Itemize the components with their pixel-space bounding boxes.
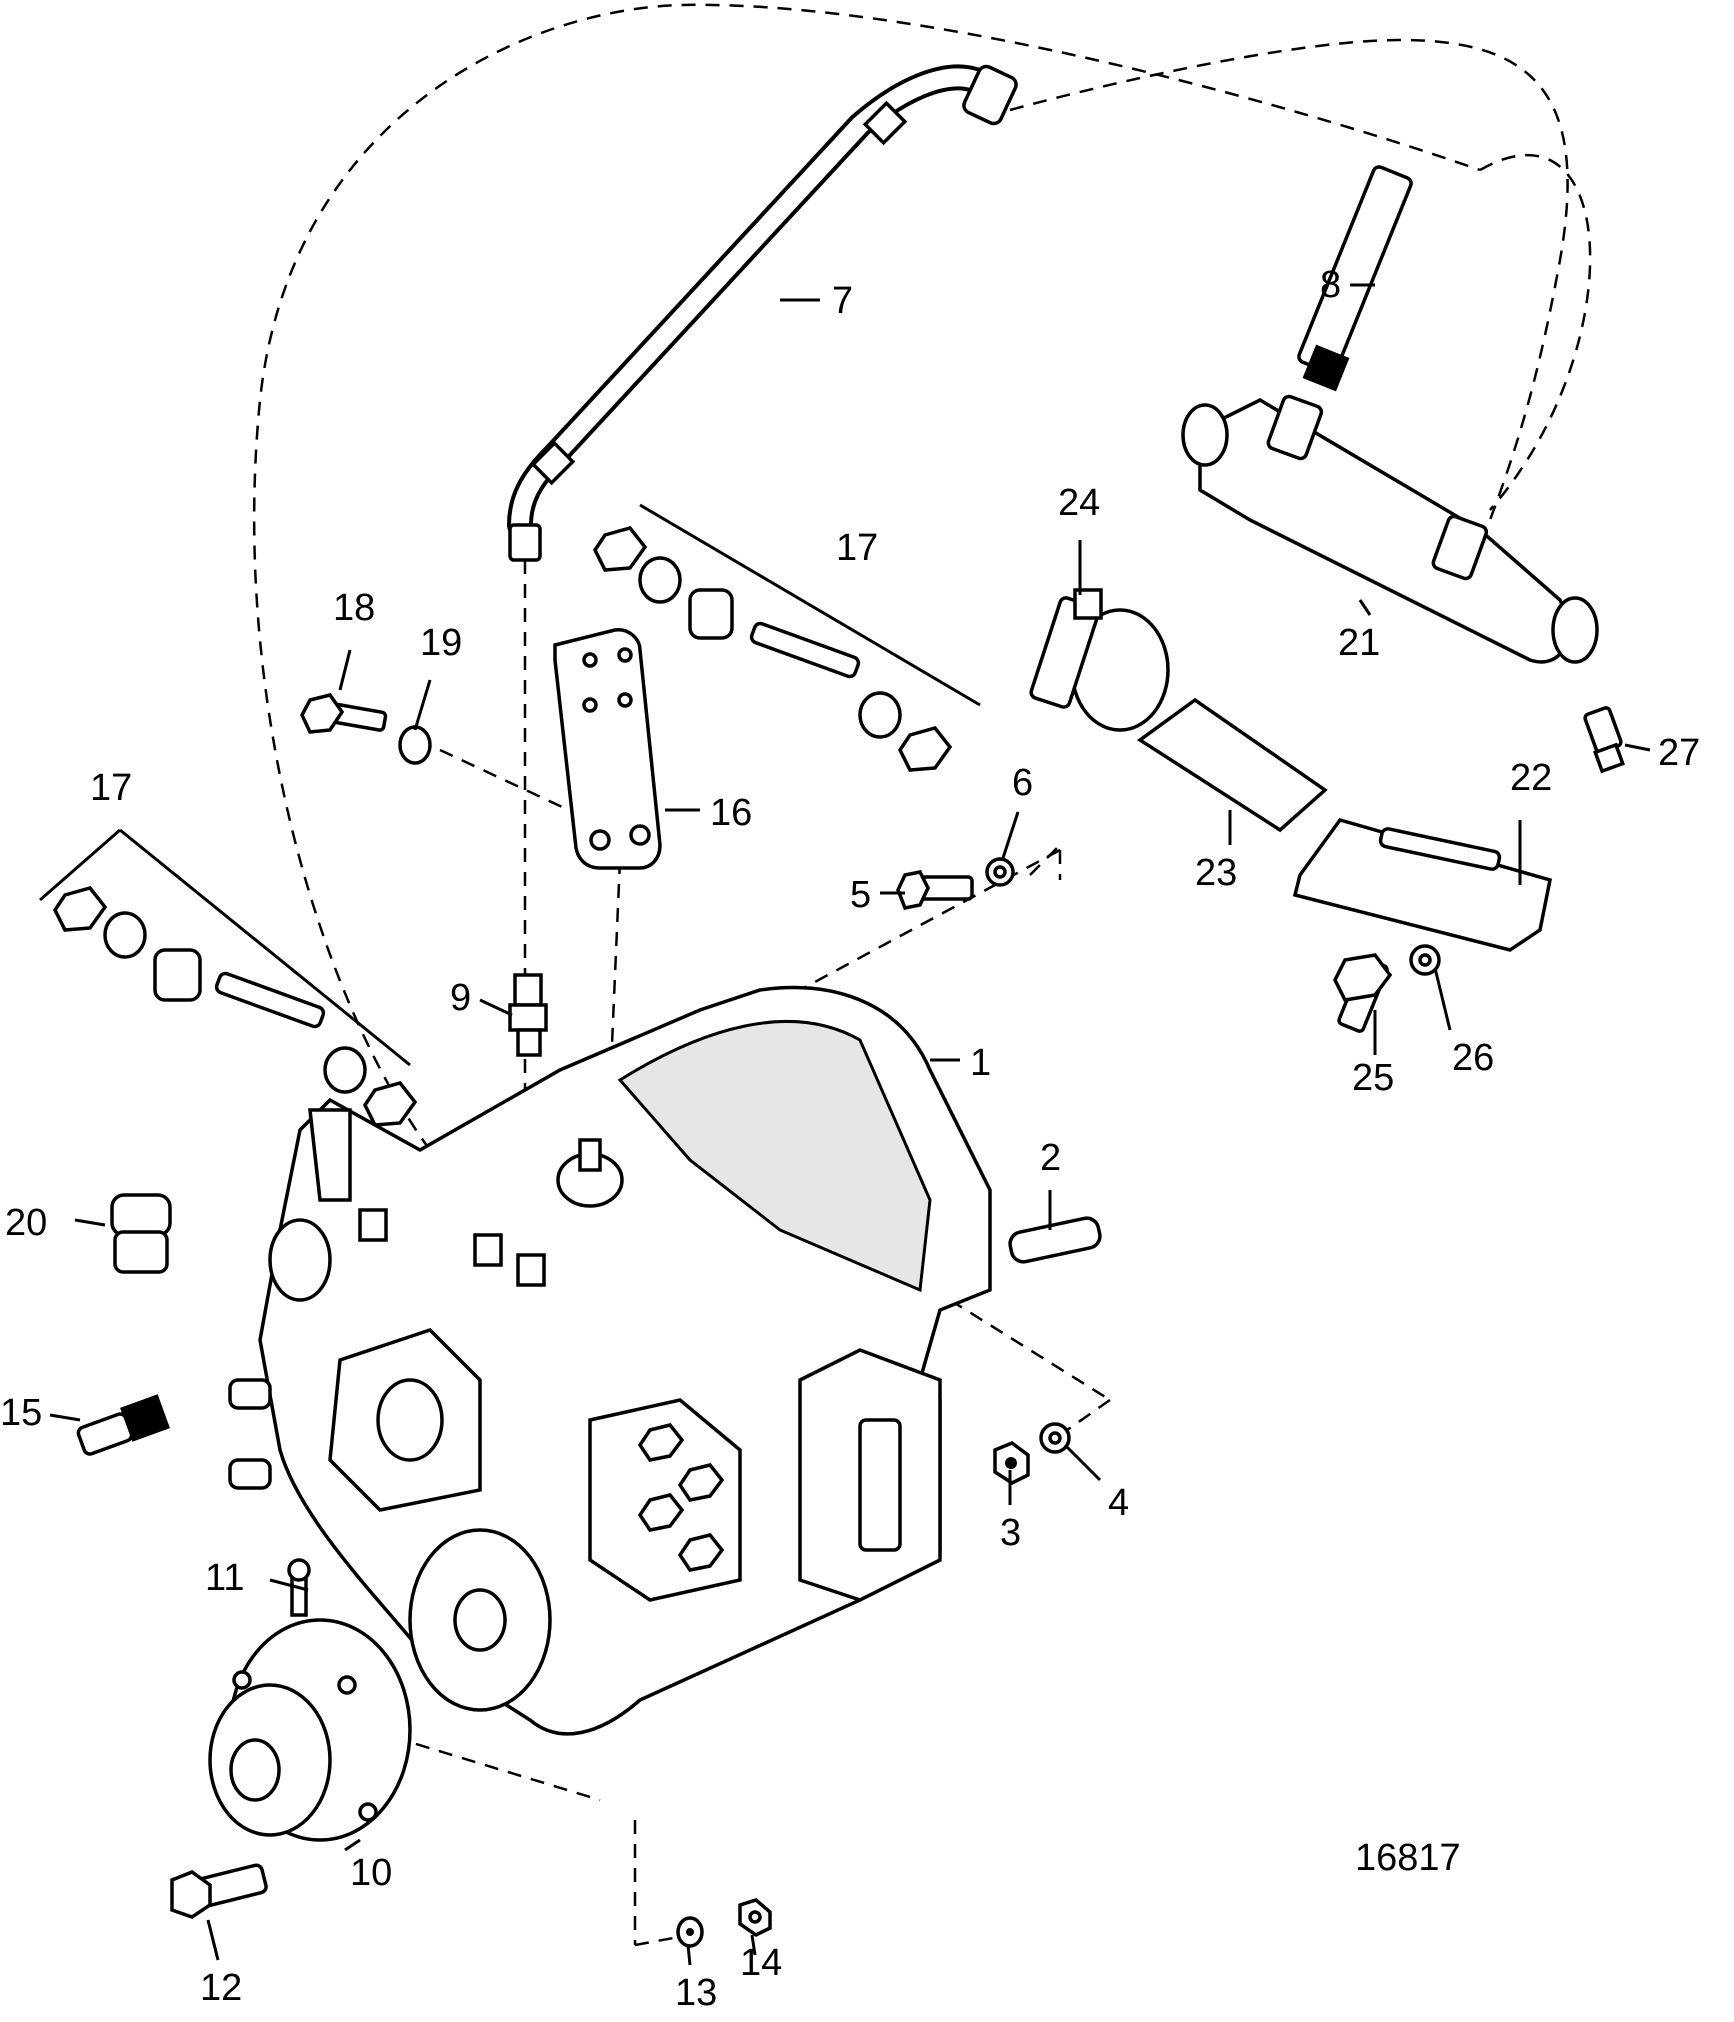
part-23-insulator xyxy=(1136,697,1328,833)
callout-6: 6 xyxy=(1012,762,1033,804)
callout-15: 15 xyxy=(0,1392,42,1434)
callout-3: 3 xyxy=(1000,1512,1021,1554)
part-18-bolt xyxy=(300,693,388,734)
callout-19: 19 xyxy=(420,622,462,664)
callout-9: 9 xyxy=(450,977,471,1019)
part-1-transmission-housing xyxy=(228,985,992,1736)
part-13-washer xyxy=(676,1916,704,1948)
callout-14: 14 xyxy=(740,1942,782,1984)
part-3-nut xyxy=(993,1441,1030,1486)
part-25-bolt xyxy=(1333,953,1393,1033)
assembly-dashed-lines xyxy=(252,3,1592,1947)
callout-1: 1 xyxy=(970,1042,991,1084)
callout-26: 26 xyxy=(1452,1037,1494,1079)
callout-10: 10 xyxy=(350,1852,392,1894)
part-17-upper-mount-kit xyxy=(592,503,981,772)
callout-4: 4 xyxy=(1108,1482,1129,1524)
part-22-bracket xyxy=(1292,817,1553,952)
part-10-coupler xyxy=(208,1618,412,1842)
callout-7: 7 xyxy=(832,280,853,322)
part-26-washer xyxy=(1409,944,1441,976)
part-11-screw xyxy=(287,1558,311,1617)
callout-8: 8 xyxy=(1320,264,1341,306)
callout-labels: 1 2 3 4 5 6 7 8 9 10 11 12 13 14 15 16 1… xyxy=(0,264,1700,2014)
callout-17-lower: 17 xyxy=(90,767,132,809)
part-8-pipe-nipple xyxy=(1297,165,1413,392)
part-12-bolt xyxy=(170,1863,268,1919)
part-16-mounting-plate xyxy=(553,628,662,870)
callout-16: 16 xyxy=(710,792,752,834)
callout-11: 11 xyxy=(205,1557,244,1599)
figure-number: 16817 xyxy=(1355,1837,1461,1879)
part-17-lower-mount-kit xyxy=(39,828,418,1127)
callout-18: 18 xyxy=(333,587,375,629)
part-7-oil-line xyxy=(507,64,1018,562)
part-20-switch xyxy=(110,1193,172,1274)
callout-21: 21 xyxy=(1338,622,1380,664)
callout-5: 5 xyxy=(850,874,871,916)
callout-25: 25 xyxy=(1352,1057,1394,1099)
callout-17-upper: 17 xyxy=(836,527,878,569)
callout-20: 20 xyxy=(5,1202,47,1244)
callout-12: 12 xyxy=(200,1967,242,2009)
callout-13: 13 xyxy=(675,1972,717,2014)
part-6-washer xyxy=(985,857,1015,887)
part-4-washer xyxy=(1039,1422,1071,1454)
part-9-fitting xyxy=(508,973,548,1057)
part-19-lockwasher xyxy=(398,725,432,765)
part-27-sender xyxy=(1583,706,1625,774)
callout-23: 23 xyxy=(1195,852,1237,894)
callout-2: 2 xyxy=(1040,1137,1061,1179)
callout-24: 24 xyxy=(1058,482,1100,524)
part-14-nut xyxy=(738,1898,772,1938)
callout-27: 27 xyxy=(1658,732,1700,774)
part-2-dowel-pin xyxy=(1008,1216,1102,1264)
part-15-sender xyxy=(76,1394,170,1456)
part-21-oil-cooler xyxy=(1181,394,1599,664)
part-5-bolt xyxy=(896,870,974,911)
callout-22: 22 xyxy=(1510,757,1552,799)
leader-lines xyxy=(49,283,1651,1966)
part-24-hose-clamp xyxy=(1029,588,1170,732)
